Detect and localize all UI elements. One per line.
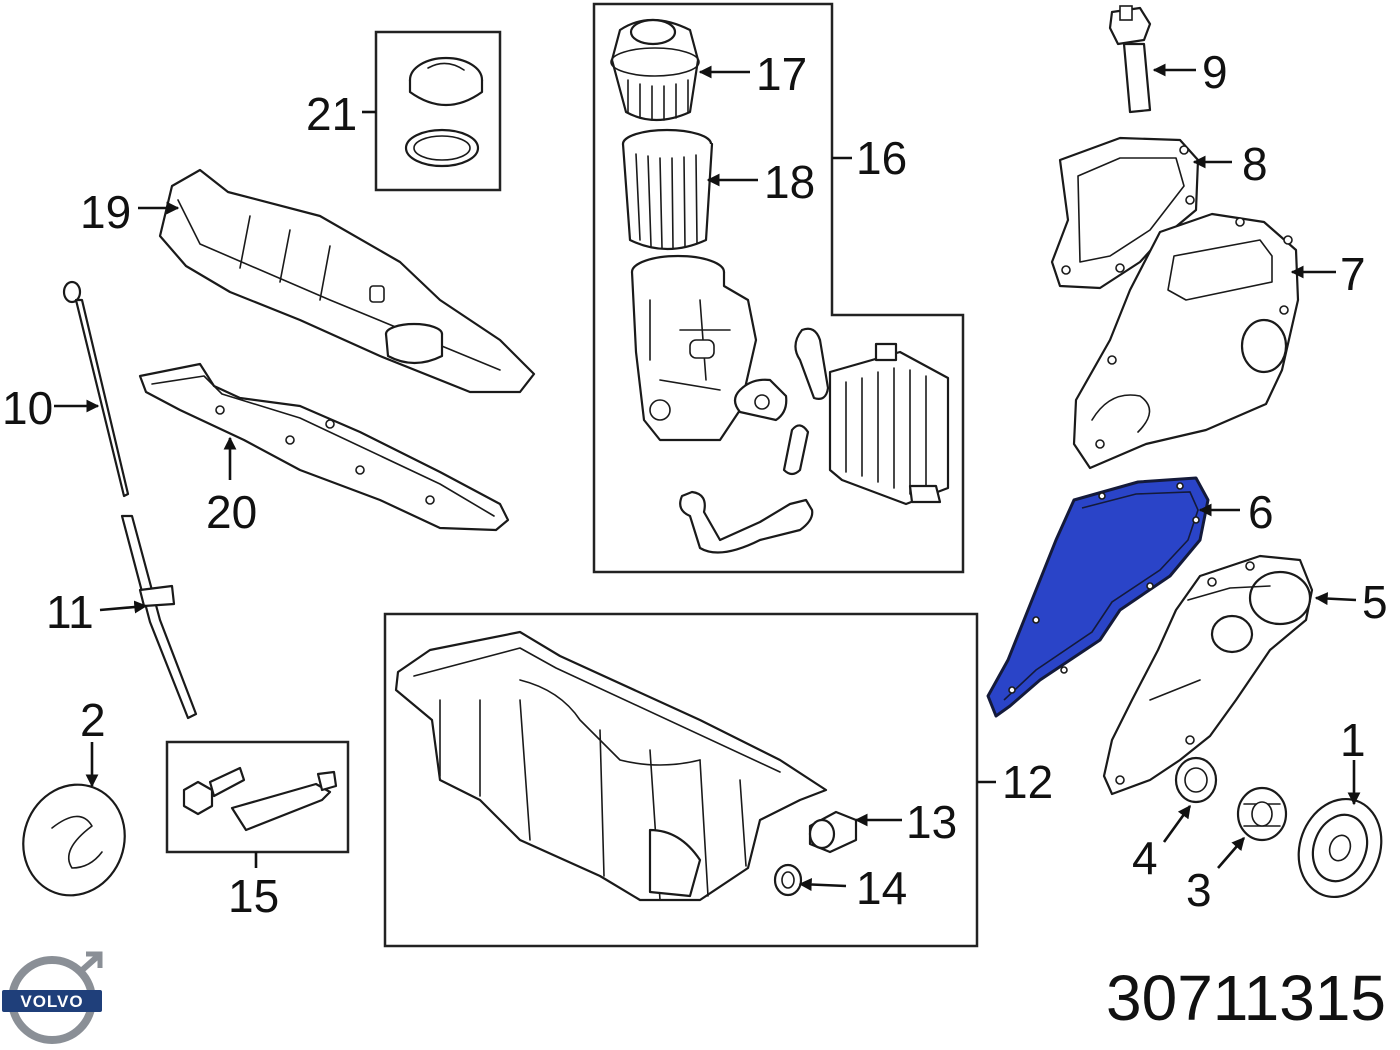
part-7-timing-cover[interactable] (1072, 212, 1300, 470)
callout-9: 9 (1202, 46, 1228, 98)
callout-12: 12 (1002, 756, 1053, 808)
callout-19: 19 (80, 186, 131, 238)
callout-17: 17 (756, 48, 807, 100)
highlight-shape (986, 476, 1210, 718)
callout-2: 2 (80, 694, 106, 746)
callout-5: 5 (1362, 576, 1388, 628)
volvo-logo-text: VOLVO (20, 992, 83, 1011)
part-19-engine-cover[interactable] (158, 168, 536, 394)
part-3-sprocket[interactable] (1236, 786, 1288, 842)
part-13-drain-plug[interactable] (808, 810, 858, 854)
part-10-dipstick[interactable] (62, 280, 130, 498)
part-11-dipstick-tube[interactable] (120, 514, 198, 720)
callout-16: 16 (856, 132, 907, 184)
part-5-lower-timing-cover[interactable] (1102, 554, 1314, 796)
part-6-timing-cover-gasket-highlighted[interactable] (986, 476, 1210, 718)
part-4-seal[interactable] (1174, 756, 1218, 804)
part-9-sensor[interactable] (1108, 5, 1152, 114)
callout-7: 7 (1340, 248, 1366, 300)
part-12-oil-pan[interactable] (394, 630, 828, 902)
part-number: 30711315 (1106, 962, 1386, 1034)
group-box-16 (592, 2, 965, 574)
callout-10: 10 (2, 382, 53, 434)
callout-6: 6 (1248, 486, 1274, 538)
callout-15: 15 (228, 870, 279, 922)
group-box-15 (165, 740, 350, 854)
callout-11: 11 (46, 586, 94, 638)
callout-20: 20 (206, 486, 257, 538)
callout-13: 13 (906, 796, 957, 848)
callout-14: 14 (856, 862, 907, 914)
part-21-oil-filler-cap[interactable] (404, 56, 484, 168)
callout-18: 18 (764, 156, 815, 208)
callout-4: 4 (1132, 832, 1158, 884)
part-15-bolt-and-sealant[interactable] (182, 766, 338, 832)
part-17-filter-cap[interactable] (610, 18, 700, 122)
volvo-logo: VOLVO (2, 951, 103, 1044)
part-16-filter-housing[interactable] (630, 254, 950, 554)
part-1-pulley[interactable] (1285, 787, 1394, 908)
part-14-washer[interactable] (773, 863, 803, 897)
callout-8: 8 (1242, 138, 1268, 190)
part-2-cap[interactable] (8, 770, 140, 909)
part-20-cover-gasket[interactable] (138, 362, 510, 532)
group-box-12 (383, 612, 979, 948)
callout-3: 3 (1186, 864, 1212, 916)
callout-21: 21 (306, 88, 357, 140)
callout-1: 1 (1340, 714, 1366, 766)
part-18-filter-element[interactable] (621, 128, 714, 251)
